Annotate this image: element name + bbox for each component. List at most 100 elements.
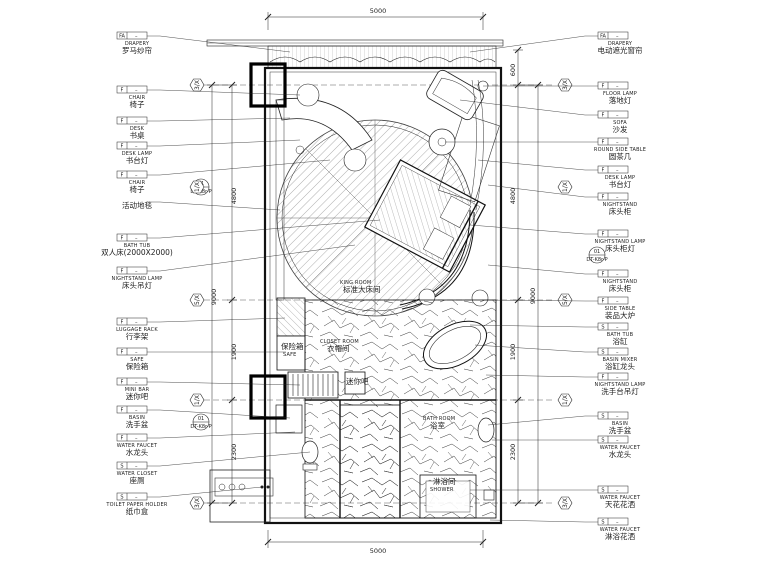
tag-cn: 洗手盆 bbox=[126, 419, 149, 429]
tag-code: S bbox=[601, 325, 604, 331]
section-marker-2: 01 DT-K8r-P bbox=[586, 246, 608, 264]
tag-code: S bbox=[601, 520, 604, 526]
grid-axis-label: 1/X bbox=[562, 182, 569, 192]
tag-en: WATER FAUCET bbox=[600, 445, 641, 451]
tag-cn: 装品大炉 bbox=[605, 310, 635, 320]
tag-code: F bbox=[602, 140, 605, 146]
dimension-bottom: 5000 bbox=[264, 530, 487, 555]
tag-en: NIGHTSTAND bbox=[603, 279, 638, 285]
tag-code: S bbox=[601, 488, 604, 494]
tag-en: ROUND SIDE TABLE bbox=[594, 147, 646, 153]
dimension-left-upper: 4800 bbox=[230, 188, 238, 205]
tag-cn: 落地灯 bbox=[609, 95, 632, 105]
tag-cn: 电动遮光窗帘 bbox=[598, 45, 643, 55]
tag-dash: – bbox=[616, 272, 619, 278]
tag-dash: – bbox=[135, 144, 138, 150]
tag-dash: – bbox=[616, 414, 619, 420]
grid-axis-label: 3/X bbox=[194, 498, 201, 508]
tag-dash: – bbox=[135, 380, 138, 386]
grid-axis-label: 5/X bbox=[194, 295, 201, 305]
tag-dash: – bbox=[616, 488, 619, 494]
tag-cn: 浴缸 bbox=[613, 336, 628, 346]
tag-dash: – bbox=[616, 375, 619, 381]
tag-dash: – bbox=[616, 113, 619, 119]
tag-code: F bbox=[602, 168, 605, 174]
tag-en: MINI BAR bbox=[125, 387, 150, 393]
tag-cn: 座厕 bbox=[130, 475, 145, 485]
tag-en: BASIN bbox=[129, 415, 145, 421]
tag-en: SOFA bbox=[613, 120, 627, 126]
tag-code: F bbox=[121, 173, 124, 179]
tag-cn: 床头柜 bbox=[609, 206, 632, 216]
tag-cn: 洗手台吊灯 bbox=[601, 386, 639, 396]
highlight-box-top bbox=[249, 62, 287, 108]
grid-axis-marker: 3/X bbox=[557, 496, 573, 510]
dimension-right-total: 9000 bbox=[529, 288, 537, 305]
tag-cn: 保险箱 bbox=[126, 361, 149, 371]
tag-code: S bbox=[601, 350, 604, 356]
dimension-bottom-label: 5000 bbox=[370, 547, 387, 555]
grid-axis-marker: 1/X bbox=[557, 393, 573, 407]
grid-axis-marker: 5/X bbox=[189, 293, 205, 307]
tag-dash: – bbox=[135, 436, 138, 442]
tag-dash: – bbox=[135, 269, 138, 275]
grid-axis-marker: 5/X bbox=[557, 293, 573, 307]
dimension-right bbox=[513, 46, 543, 507]
tag-en: NIGHTSTAND LAMP bbox=[112, 276, 163, 282]
section-marker-3: 01 DT-K8r-P bbox=[190, 413, 212, 431]
tag-cn: 迷你吧 bbox=[126, 391, 149, 401]
dimension-left-lower: 2300 bbox=[230, 444, 238, 461]
tag-en: BASIN bbox=[612, 421, 628, 427]
tag-code: S bbox=[120, 464, 123, 470]
safe-label-cn: 保险箱 bbox=[281, 341, 304, 351]
tag-code: F bbox=[121, 119, 124, 125]
tag-en: NIGHTSTAND bbox=[603, 202, 638, 208]
tag-en: SAFE bbox=[130, 357, 144, 363]
tag-code: F bbox=[121, 436, 124, 442]
tag-code: F bbox=[121, 269, 124, 275]
tag-en: DESK LAMP bbox=[605, 175, 636, 181]
tag-left-5: 活动地毯 bbox=[122, 200, 281, 211]
tag-en: DRAPERY bbox=[608, 41, 633, 47]
tag-cn: 椅子 bbox=[130, 99, 145, 109]
grid-axis-label: 1/X bbox=[562, 395, 569, 405]
tag-cn: 床头柜 bbox=[609, 283, 632, 293]
tag-code: S bbox=[120, 495, 123, 501]
grid-axis-label: 3/X bbox=[562, 498, 569, 508]
tag-dash: – bbox=[135, 236, 138, 242]
tag-dash: – bbox=[135, 119, 138, 125]
tag-dash: – bbox=[616, 438, 619, 444]
tag-cn: 洗手盆 bbox=[609, 425, 632, 435]
tag-en: NIGHTSTAND LAMP bbox=[595, 382, 646, 388]
tag-code: FA bbox=[119, 34, 125, 40]
tag-en: DESK LAMP bbox=[122, 151, 153, 157]
grid-axis-marker: 1/X bbox=[189, 393, 205, 407]
tag-en: TOILET PAPER HOLDER bbox=[105, 502, 167, 508]
tag-dash: – bbox=[135, 173, 138, 179]
tag-cn: 床头吊灯 bbox=[122, 280, 152, 290]
bath-label: BATH ROOM bbox=[423, 416, 455, 422]
tag-dash: – bbox=[135, 495, 138, 501]
tag-code: F bbox=[121, 236, 124, 242]
tag-cn: 椅子 bbox=[130, 184, 145, 194]
tag-cn: 床头柜灯 bbox=[605, 243, 635, 253]
grid-axis-label: 1/X bbox=[194, 395, 201, 405]
